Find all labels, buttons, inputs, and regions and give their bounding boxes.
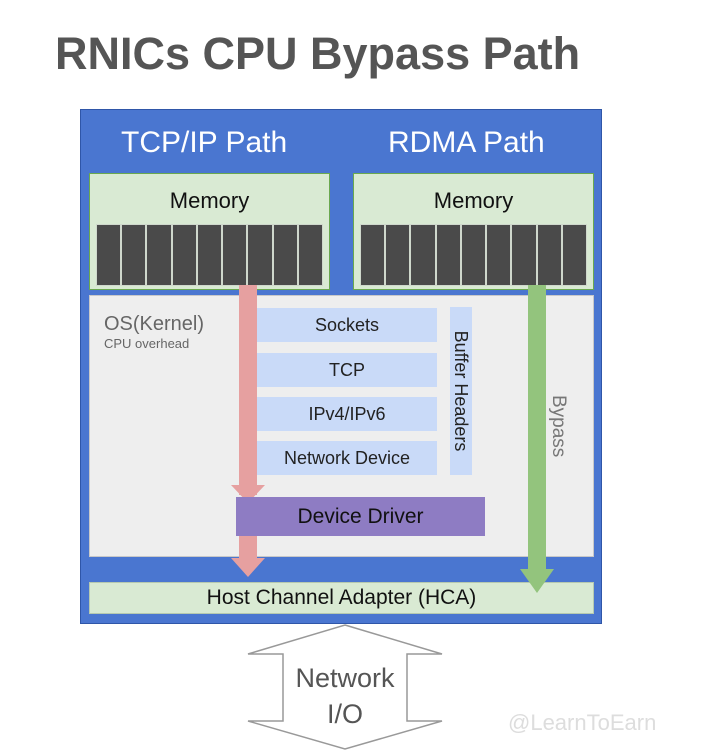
memory-cell	[222, 224, 248, 286]
memory-cell	[297, 224, 323, 286]
page-title: RNICs CPU Bypass Path	[55, 28, 581, 79]
rdma-memory-box: Memory	[353, 173, 594, 290]
memory-cell	[196, 224, 223, 286]
tcp-path-arrow	[231, 285, 265, 577]
memory-cell	[96, 224, 122, 286]
network-io-label: Network I/O	[280, 660, 410, 732]
memory-cell	[171, 224, 197, 286]
device-driver-box: Device Driver	[236, 497, 485, 536]
layer-tcp: TCP	[257, 353, 437, 387]
network-io-line1: Network	[295, 663, 395, 693]
rdma-memory-label: Memory	[433, 188, 514, 213]
memory-cell	[272, 224, 298, 286]
memory-cell	[146, 224, 172, 286]
memory-cell	[486, 224, 512, 286]
tcp-path-label: TCP/IP Path	[121, 126, 288, 159]
watermark: @LearnToEarn	[508, 710, 657, 735]
network-io-line2: I/O	[326, 699, 363, 729]
os-kernel-label: OS(Kernel)	[104, 313, 205, 335]
memory-cell	[247, 224, 273, 286]
tcp-memory-box: Memory	[89, 173, 330, 290]
layer-network-device: Network Device	[257, 441, 437, 475]
tcp-memory-cells	[96, 224, 323, 286]
network-io-arrow	[247, 624, 443, 750]
rdma-memory-cells	[360, 224, 587, 286]
layer-sockets: Sockets	[257, 308, 437, 342]
memory-cell	[561, 224, 587, 286]
memory-cell	[360, 224, 386, 286]
memory-cell	[410, 224, 436, 286]
memory-cell	[121, 224, 147, 286]
buffer-headers-box	[450, 307, 472, 475]
hca-box: Host Channel Adapter (HCA)	[89, 582, 594, 614]
bypass-label: Bypass	[548, 395, 569, 458]
memory-cell	[435, 224, 461, 286]
bypass-arrow	[520, 285, 554, 593]
rdma-path-label: RDMA Path	[388, 126, 545, 159]
memory-cell	[511, 224, 537, 286]
buffer-headers-label: Buffer Headers	[451, 330, 471, 452]
layer-ip: IPv4/IPv6	[257, 397, 437, 431]
memory-cell	[536, 224, 562, 286]
memory-cell	[460, 224, 487, 286]
cpu-overhead-label: CPU overhead	[104, 336, 190, 351]
tcp-memory-label: Memory	[169, 188, 250, 213]
memory-cell	[385, 224, 411, 286]
